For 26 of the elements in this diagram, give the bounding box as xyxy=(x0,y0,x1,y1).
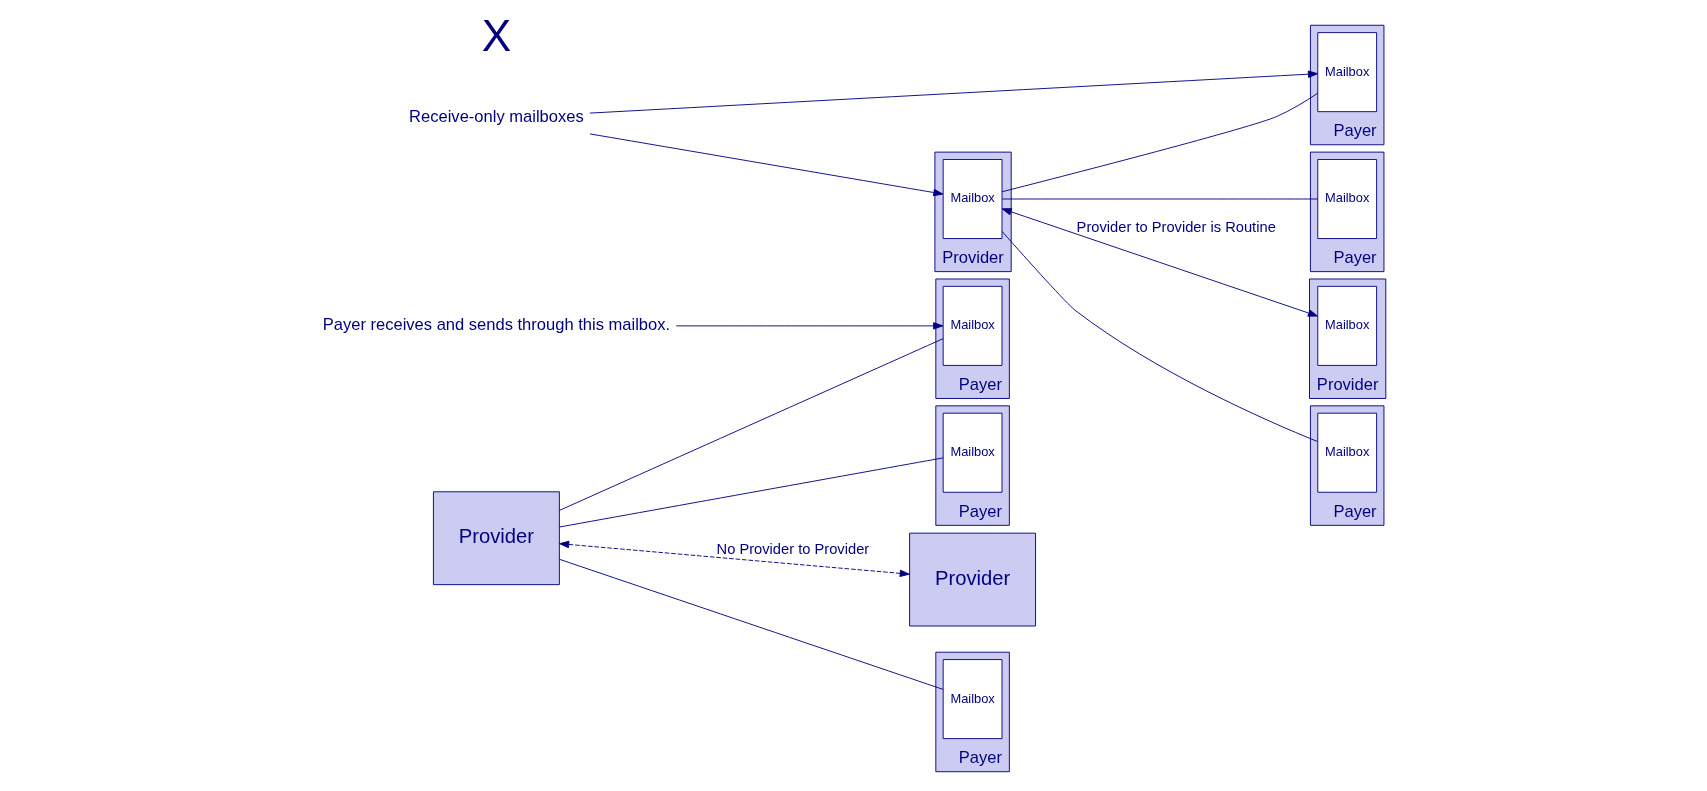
node-text: Payer receives and sends through this mailbox. xyxy=(322,314,670,334)
node-box: Mailbox xyxy=(1316,285,1377,366)
arrow xyxy=(588,133,943,197)
node-box: Mailbox xyxy=(942,659,1002,740)
connector xyxy=(1001,92,1318,193)
edge-label: No Provider to Provider xyxy=(716,540,869,557)
node-box: Mailbox xyxy=(1316,159,1377,239)
connector xyxy=(1001,198,1318,200)
node-box: Mailbox xyxy=(942,285,1002,366)
node-box: Mailbox xyxy=(1316,412,1377,493)
label: X xyxy=(481,10,511,60)
node-box: Mailbox xyxy=(942,412,1002,493)
connector xyxy=(558,558,943,690)
connector xyxy=(1001,231,1318,442)
edge-label: Provider to Provider is Routine xyxy=(1076,218,1276,235)
node-box: Mailbox xyxy=(1316,32,1377,113)
arrow xyxy=(588,70,1318,114)
node-box: Provider xyxy=(908,532,1036,627)
connector xyxy=(558,338,943,511)
connector xyxy=(558,457,943,528)
node-text: Receive-only mailboxes xyxy=(408,107,584,127)
arrow xyxy=(675,322,943,330)
node-box: Provider xyxy=(432,491,560,586)
arrow xyxy=(1001,208,1318,317)
arrow xyxy=(558,540,910,577)
node-box: Mailbox xyxy=(942,159,1002,239)
